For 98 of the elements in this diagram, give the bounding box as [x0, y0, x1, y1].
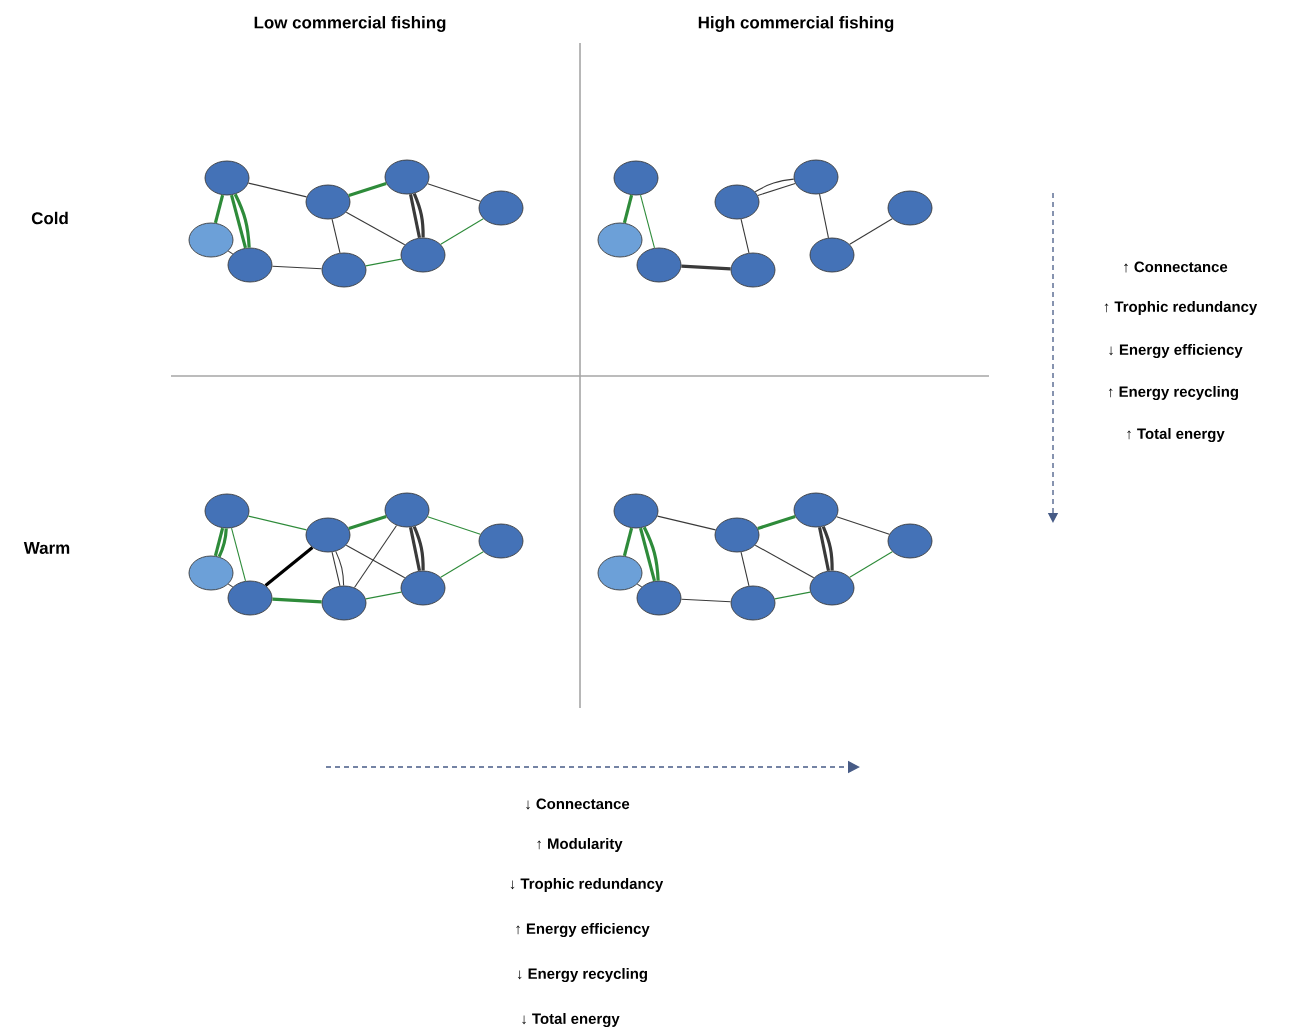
- trend-label: ↑ Energy recycling: [1108, 386, 1238, 400]
- network-node: [305, 517, 351, 553]
- network-link: [817, 526, 831, 572]
- network-link: [231, 527, 247, 582]
- network-link: [412, 525, 425, 571]
- trend-label: ↑ Total energy: [1127, 428, 1225, 442]
- network-node: [809, 570, 855, 606]
- network-link: [264, 546, 314, 587]
- network-node: [478, 523, 524, 559]
- network-link: [754, 178, 795, 193]
- column-heading: High commercial fishing: [698, 16, 894, 32]
- network-node: [321, 252, 367, 288]
- trend-label: ↓ Trophic redundancy: [510, 878, 664, 892]
- network-node: [613, 160, 659, 196]
- network-node: [227, 580, 273, 616]
- network-link: [427, 183, 481, 202]
- network-link: [819, 193, 829, 239]
- row-heading: Cold: [31, 211, 68, 225]
- network-node: [636, 580, 682, 616]
- network-node: [400, 237, 446, 273]
- network-node: [478, 190, 524, 226]
- network-node: [793, 159, 839, 195]
- row-heading: Warm: [23, 542, 70, 554]
- network-node: [793, 492, 839, 528]
- network-node: [188, 555, 234, 591]
- network-link: [345, 211, 406, 246]
- network-link: [740, 551, 750, 587]
- network-link: [331, 218, 341, 254]
- network-node: [809, 237, 855, 273]
- network-node: [714, 184, 760, 220]
- trend-label: ↑ Trophic redundancy: [1104, 301, 1258, 315]
- network-node: [887, 523, 933, 559]
- trend-label: ↑ Connectance: [1124, 261, 1228, 273]
- network-link: [681, 264, 731, 271]
- network-link: [348, 182, 387, 197]
- trend-label: ↓ Energy recycling: [517, 968, 647, 982]
- network-link: [227, 583, 234, 588]
- network-link: [821, 525, 834, 571]
- network-link: [213, 527, 225, 557]
- network-node: [887, 190, 933, 226]
- network-node: [730, 585, 776, 621]
- network-link: [656, 515, 717, 531]
- network-link: [335, 550, 345, 587]
- network-node: [204, 160, 250, 196]
- network-link: [272, 597, 322, 604]
- network-link: [642, 526, 660, 581]
- network-node: [305, 184, 351, 220]
- network-link: [757, 183, 796, 196]
- network-node: [321, 585, 367, 621]
- network-link: [412, 192, 425, 238]
- trend-label: ↑ Energy efficiency: [516, 923, 650, 937]
- network-link: [365, 591, 402, 600]
- network-link: [639, 194, 656, 249]
- network-link: [217, 528, 228, 558]
- network-link: [247, 182, 308, 198]
- network-node: [597, 222, 643, 258]
- network-node: [613, 493, 659, 529]
- network-link: [849, 551, 893, 578]
- network-node: [730, 252, 776, 288]
- network-node: [714, 517, 760, 553]
- network-node: [188, 222, 234, 258]
- network-link: [365, 258, 402, 267]
- network-link: [348, 515, 387, 530]
- network-link: [774, 591, 811, 600]
- trend-label: ↓ Total energy: [522, 1013, 620, 1027]
- network-link: [353, 524, 398, 589]
- trend-label: ↓ Connectance: [526, 798, 630, 810]
- network-node: [204, 493, 250, 529]
- network-node: [400, 570, 446, 606]
- network-link: [740, 218, 750, 254]
- network-link: [440, 218, 484, 245]
- network-link: [754, 544, 815, 579]
- network-link: [227, 250, 234, 255]
- network-link: [757, 515, 796, 530]
- network-node: [227, 247, 273, 283]
- network-link: [836, 516, 890, 535]
- network-link: [849, 218, 893, 245]
- network-link: [427, 516, 481, 535]
- network-node: [597, 555, 643, 591]
- network-link: [636, 583, 643, 588]
- trend-label: ↑ Modularity: [537, 838, 623, 852]
- network-node: [384, 159, 430, 195]
- network-link: [440, 551, 484, 578]
- network-link: [638, 527, 657, 582]
- network-link: [213, 194, 225, 224]
- network-link: [622, 527, 634, 557]
- network-link: [345, 544, 406, 579]
- network-link: [408, 526, 422, 572]
- network-link: [331, 551, 341, 587]
- trend-label: ↓ Energy efficiency: [1109, 344, 1243, 358]
- network-link: [247, 515, 308, 531]
- network-node: [384, 492, 430, 528]
- network-link: [271, 265, 323, 270]
- network-link: [408, 193, 422, 239]
- network-node: [636, 247, 682, 283]
- network-link: [622, 194, 634, 224]
- network-link: [680, 598, 732, 603]
- column-heading: Low commercial fishing: [254, 16, 446, 32]
